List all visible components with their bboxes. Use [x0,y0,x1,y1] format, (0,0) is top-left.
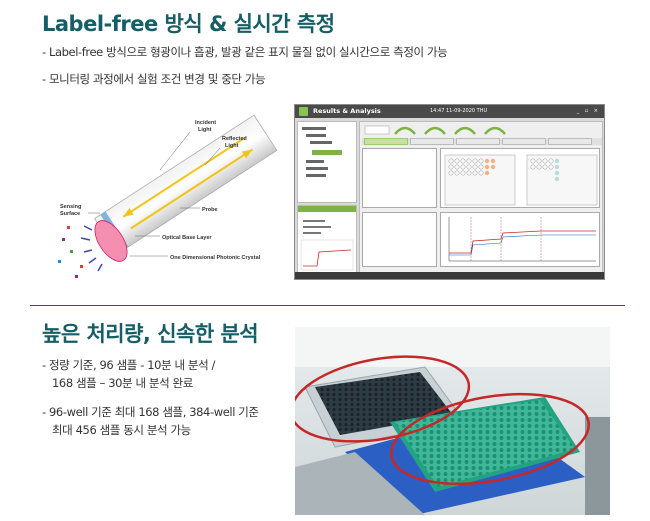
section-divider [30,305,625,306]
label-reflected-light: Light [225,143,239,149]
plate-preview-panel [440,148,600,208]
label-optical-base-layer: Optical Base Layer [162,235,212,241]
fiber-probe-diagram: Incident Light Reflected Light Sensing S… [58,114,278,278]
label-surface: Surface [60,211,80,217]
software-window-title: Results & Analysis [313,107,381,115]
software-screenshot: Results & Analysis 14:47 11-09-2020 THU … [294,104,605,280]
highlight-circle-384-plate [295,355,471,443]
label-incident: Incident [195,120,216,126]
section2-bullet-2-line-1: - 96-well 기준 최대 168 샘플, 384-well 기준 [42,405,259,419]
software-status-bar [295,272,604,279]
sensorgram-chart [448,217,596,262]
photonic-crystal-tip [94,220,128,262]
label-sensing: Sensing [60,204,81,210]
section1-bullet-2: - 모니터링 과정에서 실험 조건 변경 및 중단 가능 [42,72,266,86]
tab-step-2[interactable] [410,138,454,145]
probe-body [94,114,278,255]
plate-layout [444,154,598,206]
analysis-tab-bar [362,138,602,145]
section2-bullet-2-line-2: 최대 456 샘플 동시 분석 가능 [52,423,191,437]
section2-title: 높은 처리량, 신속한 분석 [42,322,259,346]
tab-step-1[interactable] [364,138,408,145]
label-reflected: Reflected [222,136,247,142]
label-incident-light: Light [198,127,212,133]
tab-step-3[interactable] [456,138,500,145]
tab-step-4[interactable] [502,138,546,145]
sensorgram-panel [440,212,600,267]
sample-list-panel [362,148,437,208]
step-table-panel [362,212,437,267]
incident-light-beam [122,136,246,218]
analysis-main-panel [359,121,603,277]
workflow-steps [364,125,506,135]
section1-bullet-1: - Label-free 방식으로 형광이나 흡광, 발광 같은 표지 물질 없… [42,45,448,59]
label-photonic-crystal: One Dimensional Photonic Crystal [170,255,261,261]
highlight-circle-96-plate [389,392,591,486]
label-probe: Probe [202,207,218,213]
section1-title: Label-free 방식 & 실시간 측정 [42,12,335,36]
result-tree-panel [297,121,357,203]
properties-panel [297,205,357,277]
tab-step-5[interactable] [548,138,592,145]
software-clock: 14:47 11-09-2020 THU [430,108,488,114]
instrument-plate-photo [295,327,610,515]
window-controls: _ ▫ × [576,108,600,114]
mini-sensorgram [300,220,354,271]
software-titlebar: Results & Analysis 14:47 11-09-2020 THU … [295,105,604,118]
sensing-surface-molecules [58,225,103,278]
reflected-light-beam [130,148,253,230]
section2-bullet-1-line-1: - 정량 기준, 96 샘플 - 10분 내 분석 / [42,358,215,372]
section2-bullet-1-line-2: 168 샘플 – 30분 내 분석 완료 [52,376,193,390]
app-logo-icon [299,107,308,116]
